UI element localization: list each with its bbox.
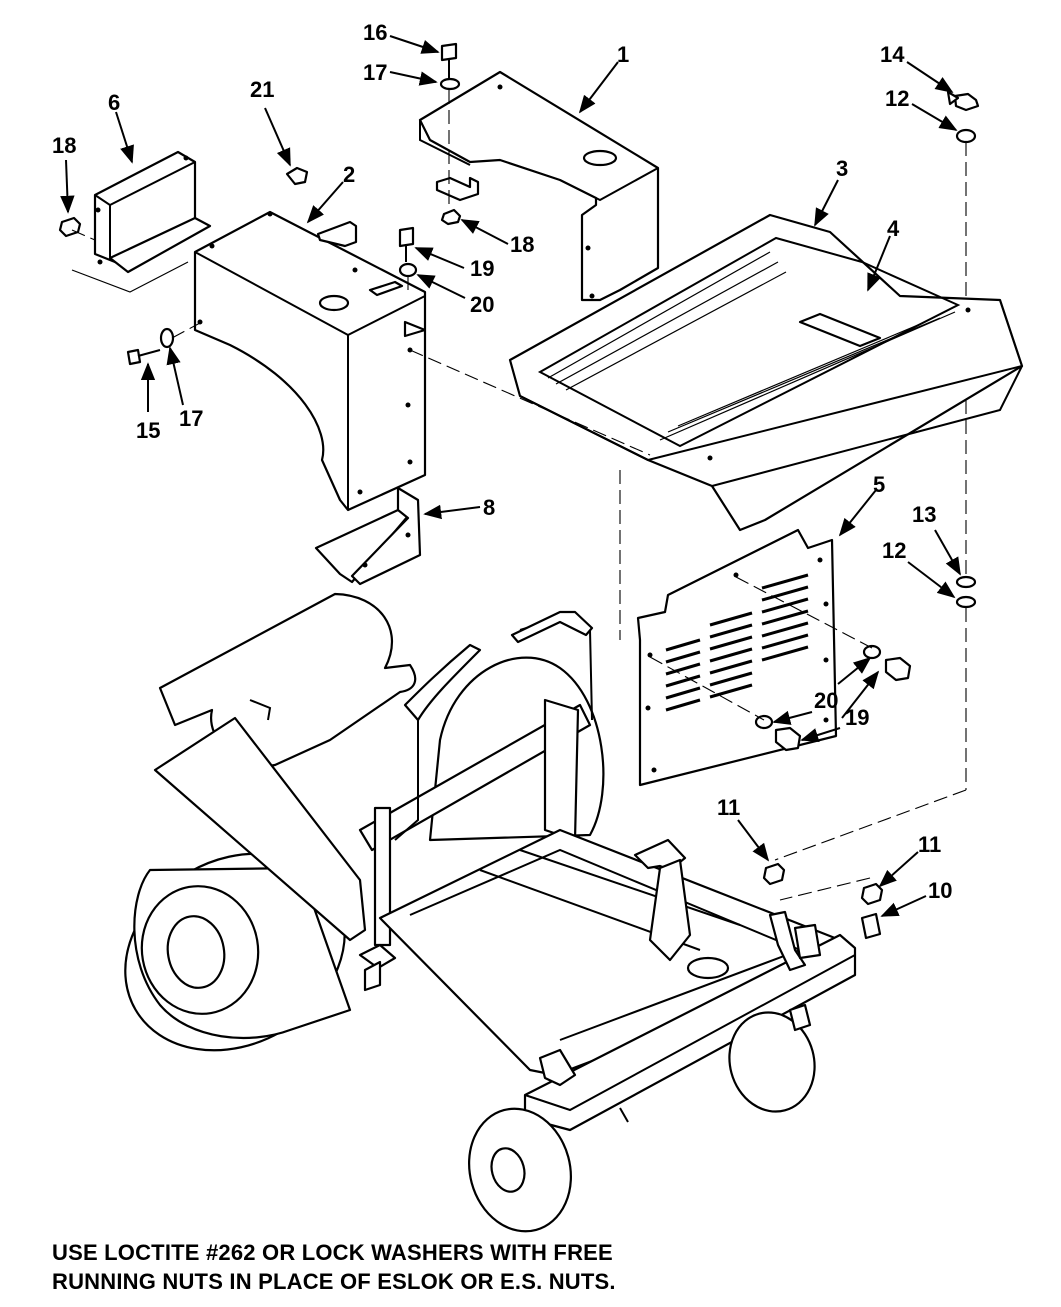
part-6-side-bracket <box>71 150 212 293</box>
callout-6: 6 <box>108 90 120 115</box>
callout-17b: 17 <box>179 406 203 431</box>
callout-labels: 1 2 3 4 5 6 8 10 11 11 12 12 13 14 15 16… <box>52 20 952 903</box>
callout-3: 3 <box>836 156 848 181</box>
callout-18b: 18 <box>510 232 534 257</box>
callout-16: 16 <box>363 20 387 45</box>
callout-1: 1 <box>617 42 629 67</box>
callout-19b: 19 <box>845 705 869 730</box>
hardware <box>58 42 980 940</box>
callout-11b: 11 <box>918 832 941 857</box>
assembly-lines <box>71 90 967 901</box>
callout-10: 10 <box>928 878 952 903</box>
callout-17a: 17 <box>363 60 387 85</box>
panel-louvers <box>665 573 809 712</box>
part-1-upper-cover <box>418 70 660 302</box>
callout-18a: 18 <box>52 133 76 158</box>
callout-21: 21 <box>250 77 274 102</box>
callout-11a: 11 <box>717 795 740 820</box>
callout-14: 14 <box>880 42 905 67</box>
part-2-seat-support <box>193 210 427 512</box>
note-line-2: RUNNING NUTS IN PLACE OF ESLOK OR E.S. N… <box>52 1269 616 1294</box>
chassis-frame <box>124 592 857 1233</box>
callout-20b: 20 <box>814 688 838 713</box>
callout-2: 2 <box>343 162 355 187</box>
part-3-seat <box>508 213 1024 532</box>
callout-13: 13 <box>912 502 936 527</box>
callout-12b: 12 <box>882 538 906 563</box>
part-8-angle-bracket <box>314 486 422 586</box>
callout-20a: 20 <box>470 292 494 317</box>
callout-12a: 12 <box>885 86 909 111</box>
callout-8: 8 <box>483 495 495 520</box>
callout-4: 4 <box>887 216 900 241</box>
callout-19a: 19 <box>470 256 494 281</box>
part-5-vented-panel <box>636 528 838 787</box>
callout-15: 15 <box>136 418 160 443</box>
callout-5: 5 <box>873 472 885 497</box>
assembly-note: USE LOCTITE #262 OR LOCK WASHERS WITH FR… <box>52 1238 812 1296</box>
leader-arrows <box>60 35 961 917</box>
note-line-1: USE LOCTITE #262 OR LOCK WASHERS WITH FR… <box>52 1240 613 1265</box>
